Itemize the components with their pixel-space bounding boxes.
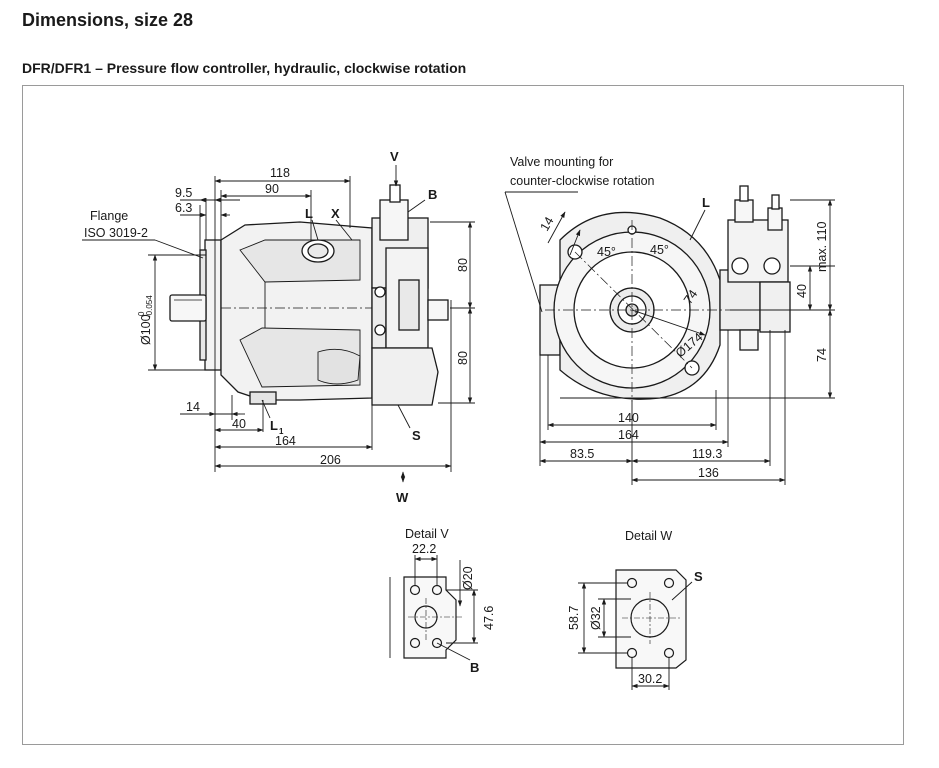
dim-206: 206	[320, 453, 341, 467]
front-dim-74: 74	[815, 348, 829, 362]
dim-dia100-tol-top: 0	[137, 311, 146, 316]
dim-6-3: 6.3	[175, 201, 192, 215]
detail-v	[389, 555, 478, 661]
dim-80-top: 80	[456, 258, 470, 272]
side-view	[169, 184, 449, 406]
dim-30-2: 30.2	[638, 672, 662, 686]
port-l1-subscript: 1	[279, 427, 284, 436]
dim-40: 40	[232, 417, 246, 431]
flange-label: Flange	[90, 209, 128, 223]
dim-83-5: 83.5	[570, 447, 594, 461]
dim-dia100-tol-bottom: -0.054	[145, 295, 154, 318]
page-subtitle: DFR/DFR1 – Pressure flow controller, hyd…	[22, 60, 467, 76]
dim-90: 90	[265, 182, 279, 196]
angle-45-right: 45°	[650, 243, 669, 257]
front-dim-164: 164	[618, 428, 639, 442]
front-port-l-label: L	[702, 195, 710, 210]
dim-164: 164	[275, 434, 296, 448]
dim-47-6: 47.6	[482, 606, 496, 630]
detail-v-port-b: B	[470, 660, 479, 675]
dim-dia20: Ø20	[461, 566, 475, 590]
view-w-label: W	[396, 490, 409, 505]
front-view	[539, 185, 791, 402]
detail-v-labels: Detail V 22.2 Ø20 47.6 B	[405, 527, 496, 675]
flange-standard-label: ISO 3019-2	[84, 226, 148, 240]
port-l-label: L	[305, 206, 313, 221]
port-x-label: X	[331, 206, 340, 221]
dim-22-2: 22.2	[412, 542, 436, 556]
side-view-labels: 118 90 9.5 6.3 Flange ISO 3019-2 Ø100 0 …	[84, 149, 470, 505]
valve-note-line1: Valve mounting for	[510, 155, 613, 169]
page-title: Dimensions, size 28	[22, 10, 194, 30]
port-l1-label: L	[270, 418, 278, 433]
angle-45-left: 45°	[597, 245, 616, 259]
detail-w-port-s: S	[694, 569, 703, 584]
detail-w	[578, 569, 693, 690]
front-view-labels: Valve mounting for counter-clockwise rot…	[510, 155, 829, 480]
detail-v-title: Detail V	[405, 527, 449, 541]
front-view-dimensions	[504, 191, 835, 485]
front-dim-14: 14	[537, 214, 556, 233]
dim-9-5: 9.5	[175, 186, 192, 200]
dim-max110: max. 110	[815, 221, 829, 272]
dim-14: 14	[186, 400, 200, 414]
port-s-label: S	[412, 428, 421, 443]
dim-dia100: Ø100	[139, 314, 153, 345]
valve-note-line2: counter-clockwise rotation	[510, 174, 655, 188]
dim-118: 118	[270, 166, 290, 180]
dim-58-7: 58.7	[567, 606, 581, 630]
dim-119-3: 119.3	[692, 447, 722, 461]
port-b-label: B	[428, 187, 437, 202]
dim-136: 136	[698, 466, 719, 480]
dim-74-diagonal: 74	[681, 287, 700, 306]
dim-80-bottom: 80	[456, 351, 470, 365]
drawing-frame	[22, 85, 904, 745]
front-dim-140: 140	[618, 411, 639, 425]
detail-w-title: Detail W	[625, 529, 672, 543]
detail-w-labels: Detail W S 58.7 Ø32 30.2	[567, 529, 703, 686]
dim-dia32: Ø32	[589, 606, 603, 630]
front-dim-40: 40	[795, 284, 809, 298]
side-view-dimensions	[82, 165, 475, 483]
port-v-label: V	[390, 149, 399, 164]
